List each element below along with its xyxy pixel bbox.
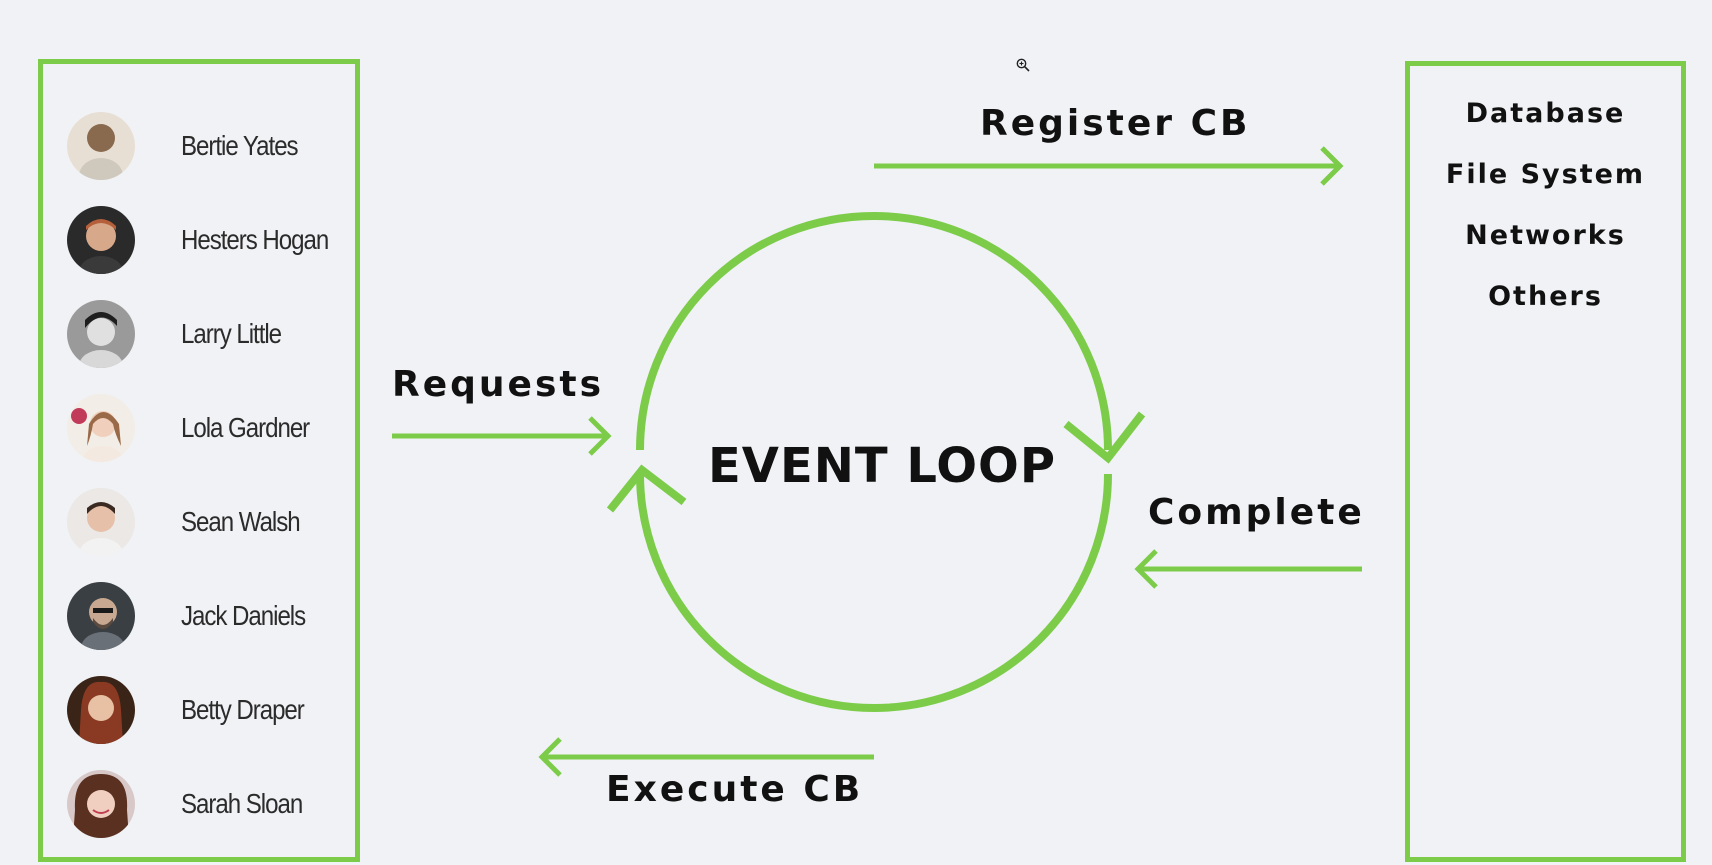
complete-label: Complete xyxy=(1148,492,1365,533)
user-row: Jack Daniels xyxy=(67,581,306,651)
user-row: Sean Walsh xyxy=(67,487,301,557)
resource-file-system: File System xyxy=(1445,159,1646,190)
register-cb-label: Register CB xyxy=(980,103,1251,144)
resources-panel: Database File System Networks Others xyxy=(1405,61,1686,862)
user-name: Larry Little xyxy=(181,318,282,349)
zoom-in-icon[interactable] xyxy=(1016,58,1030,72)
user-avatar xyxy=(67,300,135,368)
user-avatar xyxy=(67,582,135,650)
user-row: Lola Gardner xyxy=(67,393,310,463)
event-loop-circle-lower xyxy=(636,473,1112,712)
resource-others: Others xyxy=(1488,281,1603,312)
user-avatar xyxy=(67,770,135,838)
user-name: Sarah Sloan xyxy=(181,788,303,819)
user-avatar xyxy=(67,676,135,744)
user-row: Hesters Hogan xyxy=(67,205,329,275)
execute-cb-label: Execute CB xyxy=(606,769,864,810)
execute-cb-arrowhead xyxy=(538,737,562,777)
requests-label: Requests xyxy=(392,364,605,405)
user-name: Hesters Hogan xyxy=(181,224,329,255)
user-name: Bertie Yates xyxy=(181,130,299,161)
user-row: Larry Little xyxy=(67,299,282,369)
event-loop-label: EVENT LOOP xyxy=(708,438,1057,494)
user-row: Sarah Sloan xyxy=(67,769,303,839)
register-cb-arrowhead xyxy=(1320,146,1344,186)
event-loop-circle xyxy=(636,212,1112,451)
complete-arrowhead xyxy=(1134,549,1158,589)
user-avatar xyxy=(67,394,135,462)
user-name: Lola Gardner xyxy=(181,412,310,443)
loop-arrowhead-right xyxy=(1063,411,1146,464)
users-panel: Bertie Yates Hesters Hogan Larry Little … xyxy=(38,59,360,862)
user-avatar xyxy=(67,488,135,556)
user-row: Bertie Yates xyxy=(67,111,299,181)
user-name: Sean Walsh xyxy=(181,506,301,537)
resource-networks: Networks xyxy=(1465,220,1626,251)
resource-database: Database xyxy=(1465,98,1626,129)
user-avatar xyxy=(67,206,135,274)
user-name: Jack Daniels xyxy=(181,600,306,631)
requests-arrowhead xyxy=(588,416,612,456)
user-row: Betty Draper xyxy=(67,675,305,745)
loop-arrowhead-left xyxy=(606,464,687,513)
user-name: Betty Draper xyxy=(181,694,305,725)
user-avatar xyxy=(67,112,135,180)
